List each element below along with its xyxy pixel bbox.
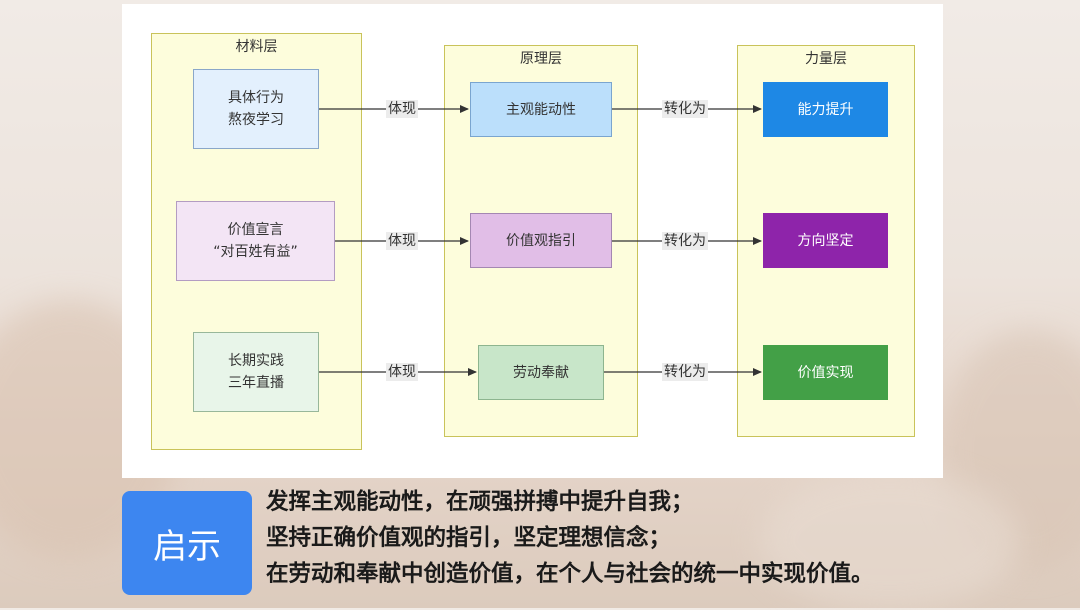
node-text: 价值观指引 — [506, 232, 576, 249]
material-node: 价值宣言 “对百姓有益” — [176, 201, 335, 281]
edge-label: 体现 — [386, 363, 418, 381]
background-photo — [760, 470, 1020, 610]
node-text: 能力提升 — [797, 101, 854, 118]
principle-node: 劳动奉献 — [478, 345, 604, 400]
node-text: 劳动奉献 — [513, 364, 569, 381]
hint-text-block: 发挥主观能动性，在顽强拼搏中提升自我； 坚持正确价值观的指引，坚定理想信念； 在… — [266, 484, 1066, 592]
layer-title: 材料层 — [235, 39, 278, 55]
node-text: 熬夜学习 — [228, 112, 284, 128]
edge-label: 转化为 — [662, 100, 708, 118]
principle-node: 主观能动性 — [470, 82, 612, 137]
edge-label: 体现 — [386, 100, 418, 118]
edge-label: 转化为 — [662, 363, 708, 381]
node-text: 具体行为 — [228, 90, 284, 106]
node-text: 价值实现 — [797, 364, 854, 381]
material-node: 长期实践 三年直播 — [193, 332, 319, 412]
hint-line: 在劳动和奉献中创造价值，在个人与社会的统一中实现价值。 — [266, 561, 874, 587]
node-text: 长期实践 — [228, 353, 284, 369]
hint-line: 发挥主观能动性，在顽强拼搏中提升自我； — [266, 489, 694, 515]
layer-title: 力量层 — [805, 51, 847, 67]
power-node: 能力提升 — [763, 82, 888, 137]
node-text: 价值宣言 — [227, 222, 284, 238]
node-text: 主观能动性 — [506, 101, 576, 118]
hint-line: 坚持正确价值观的指引，坚定理想信念； — [266, 525, 672, 551]
diagram-panel: 材料层 原理层 力量层 体现 转化为 体现 转化为 体现 转化为 具体行为 熬夜… — [122, 4, 943, 478]
principle-node: 价值观指引 — [470, 213, 612, 268]
node-text: 三年直播 — [228, 375, 284, 391]
power-node: 方向坚定 — [763, 213, 888, 268]
hint-badge: 启示 — [122, 491, 252, 595]
material-node: 具体行为 熬夜学习 — [193, 69, 319, 149]
node-text: 方向坚定 — [797, 232, 854, 249]
layer-title: 原理层 — [520, 51, 562, 67]
edge-label: 转化为 — [662, 232, 708, 250]
edge-label: 体现 — [386, 232, 418, 250]
power-node: 价值实现 — [763, 345, 888, 400]
node-text: “对百姓有益” — [213, 244, 298, 260]
